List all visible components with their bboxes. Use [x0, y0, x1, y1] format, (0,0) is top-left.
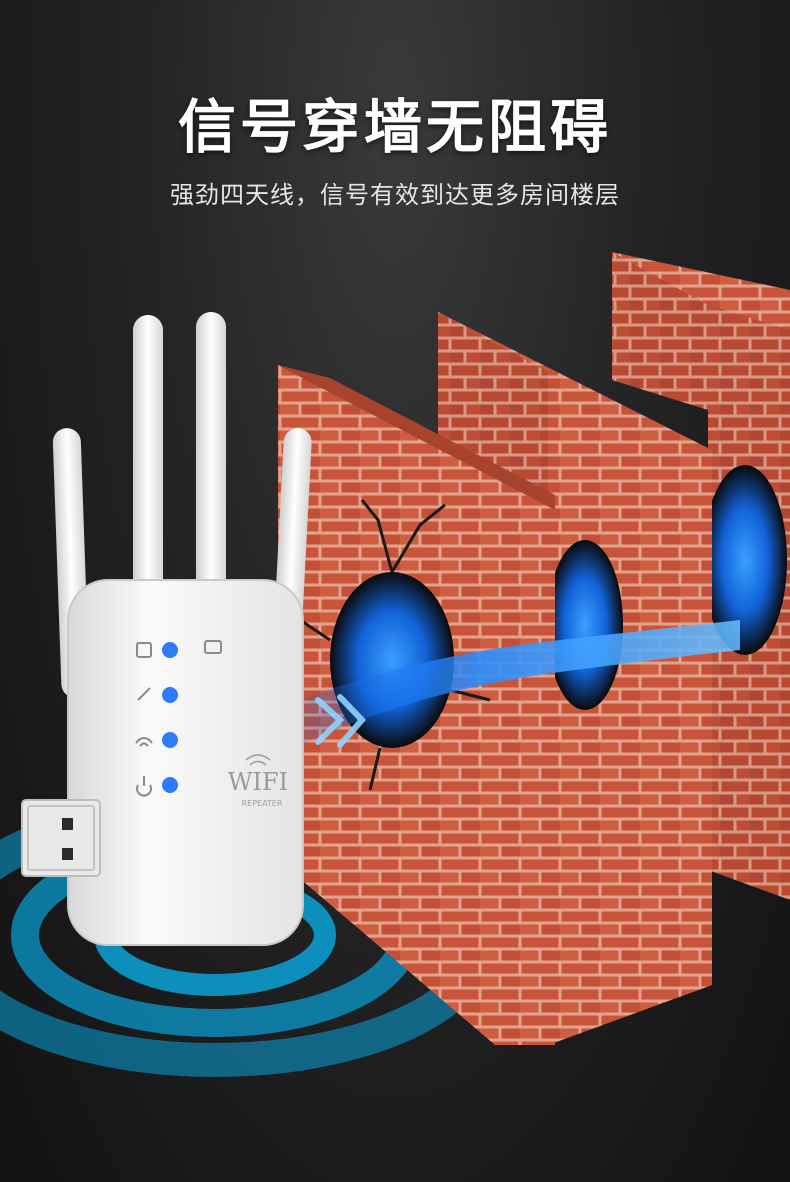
page-subtitle: 强劲四天线，信号有效到达更多房间楼层: [170, 181, 620, 209]
wifi-icon: [135, 737, 153, 747]
power-icon: [136, 776, 152, 797]
usb-plug: [21, 799, 101, 877]
device-wifi-arcs: [245, 754, 271, 766]
brick-wall-3: [612, 252, 790, 900]
signal-icon: [137, 687, 151, 701]
device-brand-text: WIFI: [228, 768, 288, 796]
status-leds: [162, 642, 178, 793]
repeater-device: WIFI REPEATER: [67, 579, 304, 946]
usb-icon: [136, 642, 152, 658]
brick-wall-1: [278, 365, 555, 1045]
page-title: 信号穿墙无阻碍: [177, 93, 612, 161]
device-model-text: REPEATER: [242, 799, 283, 808]
signal-beam: [300, 620, 740, 748]
lan-icon: [204, 640, 222, 654]
